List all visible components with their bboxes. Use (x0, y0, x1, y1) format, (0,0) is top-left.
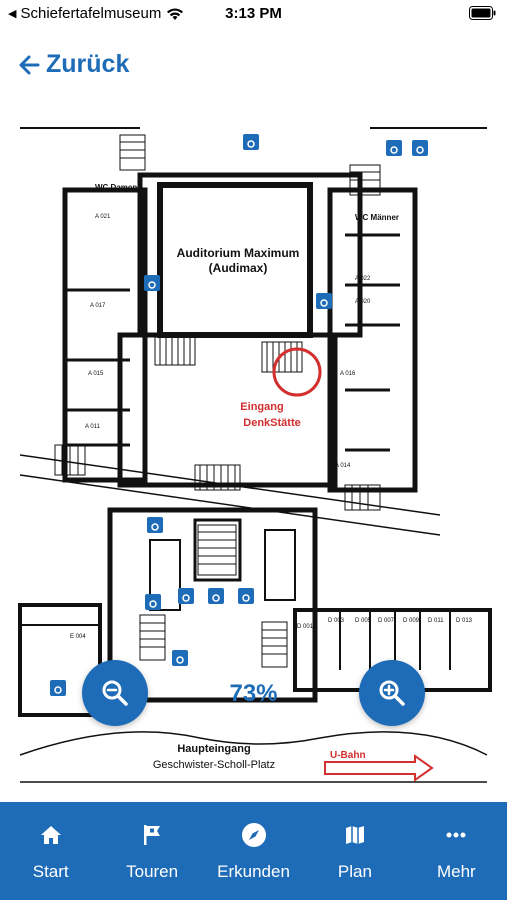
tab-bar: Start Touren Erkunden Plan Mehr (0, 802, 507, 900)
room-label: D 007 (378, 618, 395, 624)
back-to-app[interactable]: ◀ Schiefertafelmuseum (8, 5, 185, 22)
tab-mehr[interactable]: Mehr (406, 802, 507, 900)
ubahn-label: U-Bahn (330, 750, 366, 761)
room-label: D 005 (355, 618, 372, 624)
flag-icon (139, 822, 165, 848)
zoom-level: 73% (229, 680, 278, 707)
home-icon (38, 822, 64, 848)
main-entrance-label: Haupteingang (177, 743, 250, 755)
room-label: A 014 (335, 463, 351, 469)
room-label: D 011 (428, 618, 444, 624)
room-label: D 009 (403, 618, 420, 624)
room-label: A 017 (90, 303, 106, 309)
back-button[interactable]: Zurück (18, 50, 129, 79)
entrance-label: Eingang (240, 401, 283, 413)
entrance-highlight-circle (272, 347, 322, 397)
arrow-left-icon (19, 55, 40, 74)
tab-label: Plan (337, 862, 372, 881)
room-label: A 021 (95, 214, 111, 220)
tab-label: Touren (126, 862, 179, 881)
floor-plan[interactable]: Auditorium Maximum (Audimax) WC Damen WC… (0, 110, 507, 790)
floor-plan-drawing: Auditorium Maximum (Audimax) WC Damen WC… (18, 127, 492, 783)
square-label: Geschwister-Scholl-Platz (153, 759, 275, 771)
tab-plan[interactable]: Plan (304, 802, 405, 900)
back-app-label: Schiefertafelmuseum (20, 5, 162, 22)
status-bar: ◀ Schiefertafelmuseum 3:13 PM (0, 0, 507, 28)
status-time: 3:13 PM (225, 5, 282, 22)
more-icon (443, 822, 469, 848)
tab-label: Start (32, 862, 69, 881)
back-label: Zurück (46, 50, 130, 78)
nav-bar: Zurück (0, 44, 507, 90)
zoom-out-button[interactable] (82, 660, 148, 726)
room-label: D 013 (456, 618, 473, 624)
ubahn-arrow-icon (324, 754, 434, 782)
zoom-in-button[interactable] (359, 660, 425, 726)
tab-erkunden[interactable]: Erkunden (203, 802, 304, 900)
battery-icon (469, 6, 497, 24)
room-label: A 022 (355, 276, 371, 282)
audimax-label: (Audimax) (209, 261, 268, 275)
map-icon (342, 822, 368, 848)
tab-touren[interactable]: Touren (101, 802, 202, 900)
compass-icon (241, 822, 267, 848)
back-arrow-small-icon: ◀ (8, 8, 17, 20)
wc-damen-label: WC Damen (95, 183, 137, 192)
tab-label: Mehr (436, 862, 476, 881)
room-label: A 011 (85, 424, 101, 430)
room-label: A 020 (355, 299, 371, 305)
tab-start[interactable]: Start (0, 802, 101, 900)
denkstaette-label: DenkStätte (243, 417, 300, 429)
room-label: E 004 (70, 634, 86, 640)
zoom-out-icon (102, 680, 128, 706)
room-label: A 016 (340, 371, 356, 377)
tab-label: Erkunden (217, 862, 290, 881)
room-label: A 015 (88, 371, 104, 377)
wc-maenner-label: WC Männer (355, 213, 399, 222)
room-label: D 001 (297, 624, 314, 630)
zoom-in-icon (379, 680, 405, 706)
room-label: D 003 (328, 618, 345, 624)
wifi-icon (167, 8, 184, 20)
auditorium-label: Auditorium Maximum (177, 246, 300, 260)
